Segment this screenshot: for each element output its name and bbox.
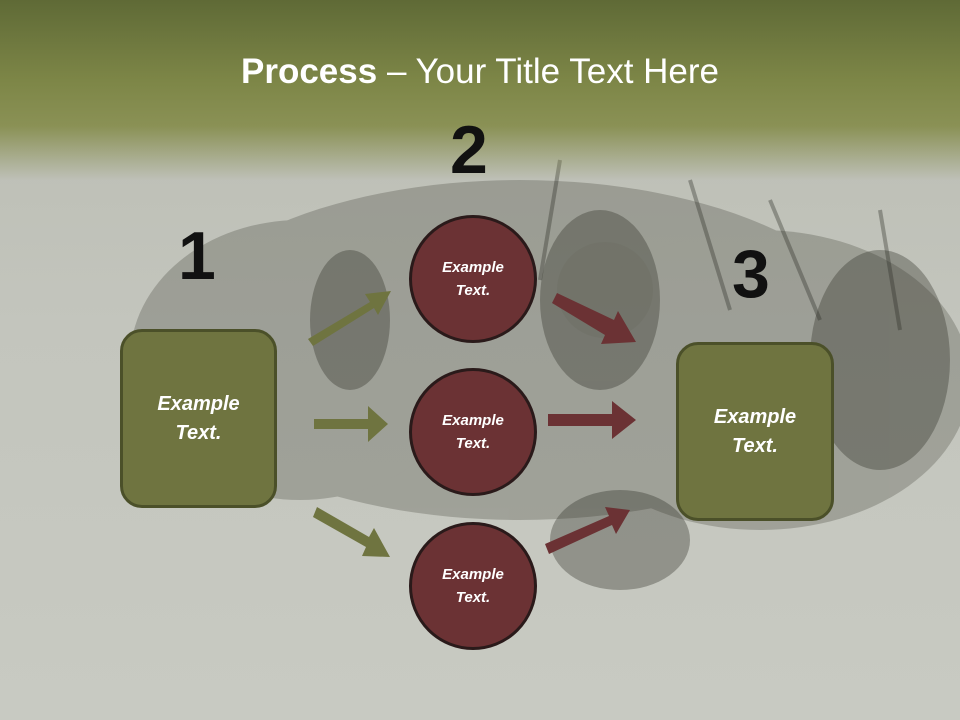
step-2-node-2: Example Text. <box>409 368 537 496</box>
step-3-text: Example Text. <box>713 405 797 457</box>
arrow-node-3-to-3 <box>545 507 630 554</box>
step-number-1: 1 <box>178 218 216 294</box>
slide-title: Process – Your Title Text Here <box>0 52 960 92</box>
node-1-text: Example Text. <box>442 259 504 299</box>
arrow-node-2-to-3 <box>548 401 636 439</box>
title-rest: – Your Title Text Here <box>377 52 719 91</box>
node-2-text: Example Text. <box>442 412 504 452</box>
arrow-node-1-to-3 <box>552 293 636 344</box>
step-1-text: Example Text. <box>157 392 240 444</box>
header-band <box>0 0 960 180</box>
step-2-node-1: Example Text. <box>409 215 537 343</box>
title-bold: Process <box>241 52 378 91</box>
arrow-1-to-node-3 <box>313 507 390 557</box>
arrow-1-to-node-1 <box>308 291 391 346</box>
step-number-3: 3 <box>732 236 770 312</box>
step-1-box: Example Text. <box>120 329 277 508</box>
step-number-2: 2 <box>450 112 488 188</box>
arrow-1-to-node-2 <box>314 406 388 442</box>
step-3-box: Example Text. <box>676 342 834 521</box>
node-3-text: Example Text. <box>442 566 504 606</box>
step-2-node-3: Example Text. <box>409 522 537 650</box>
